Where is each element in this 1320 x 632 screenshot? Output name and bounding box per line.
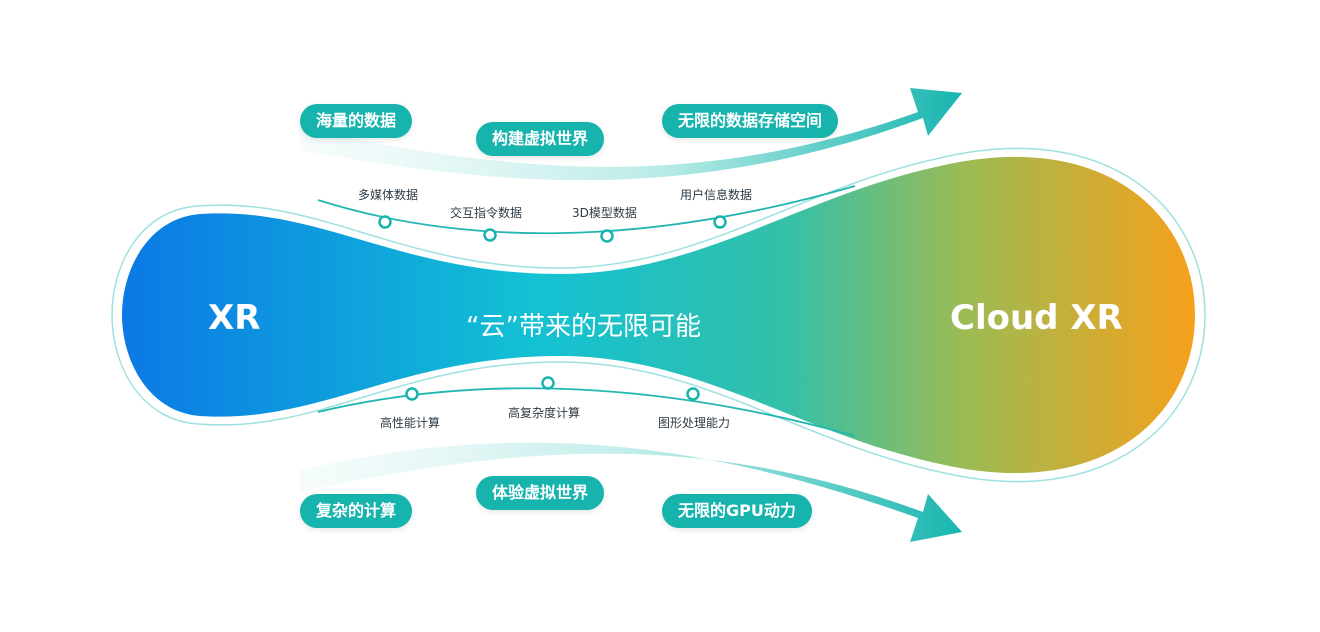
node-label-high-complexity: 高复杂度计算 <box>508 406 581 420</box>
top-node-dot <box>713 215 727 229</box>
xr-to-cloud-shape <box>122 156 1195 474</box>
center-slogan: “云”带来的无限可能 <box>466 312 701 342</box>
node-label-interaction: 交互指令数据 <box>450 206 523 220</box>
node-label-3d-model: 3D模型数据 <box>572 206 637 220</box>
pill-unlimited-gpu: 无限的GPU动力 <box>662 494 812 528</box>
node-label-multimedia: 多媒体数据 <box>358 188 419 202</box>
node-label-user-info: 用户信息数据 <box>680 188 753 202</box>
top-node-dot <box>378 215 392 229</box>
node-label-high-performance: 高性能计算 <box>380 416 441 430</box>
top-node-dot <box>600 229 614 243</box>
cloud-xr-label: Cloud XR <box>950 298 1123 338</box>
shape-outline <box>111 147 1206 483</box>
bottom-node-line <box>317 387 856 437</box>
bottom-node-dot <box>541 376 555 390</box>
top-node-dot <box>483 228 497 242</box>
pill-unlimited-storage: 无限的数据存储空间 <box>662 104 839 138</box>
top-node-line <box>317 185 856 235</box>
pill-experience-virtual-world: 体验虚拟世界 <box>476 476 605 510</box>
xr-label: XR <box>208 298 261 338</box>
bottom-node-dot <box>405 387 419 401</box>
pill-build-virtual-world: 构建虚拟世界 <box>476 122 605 156</box>
pill-complex-computing: 复杂的计算 <box>300 494 413 528</box>
node-label-graphics: 图形处理能力 <box>658 416 731 430</box>
pill-massive-data: 海量的数据 <box>300 104 413 138</box>
bottom-node-dot <box>686 387 700 401</box>
